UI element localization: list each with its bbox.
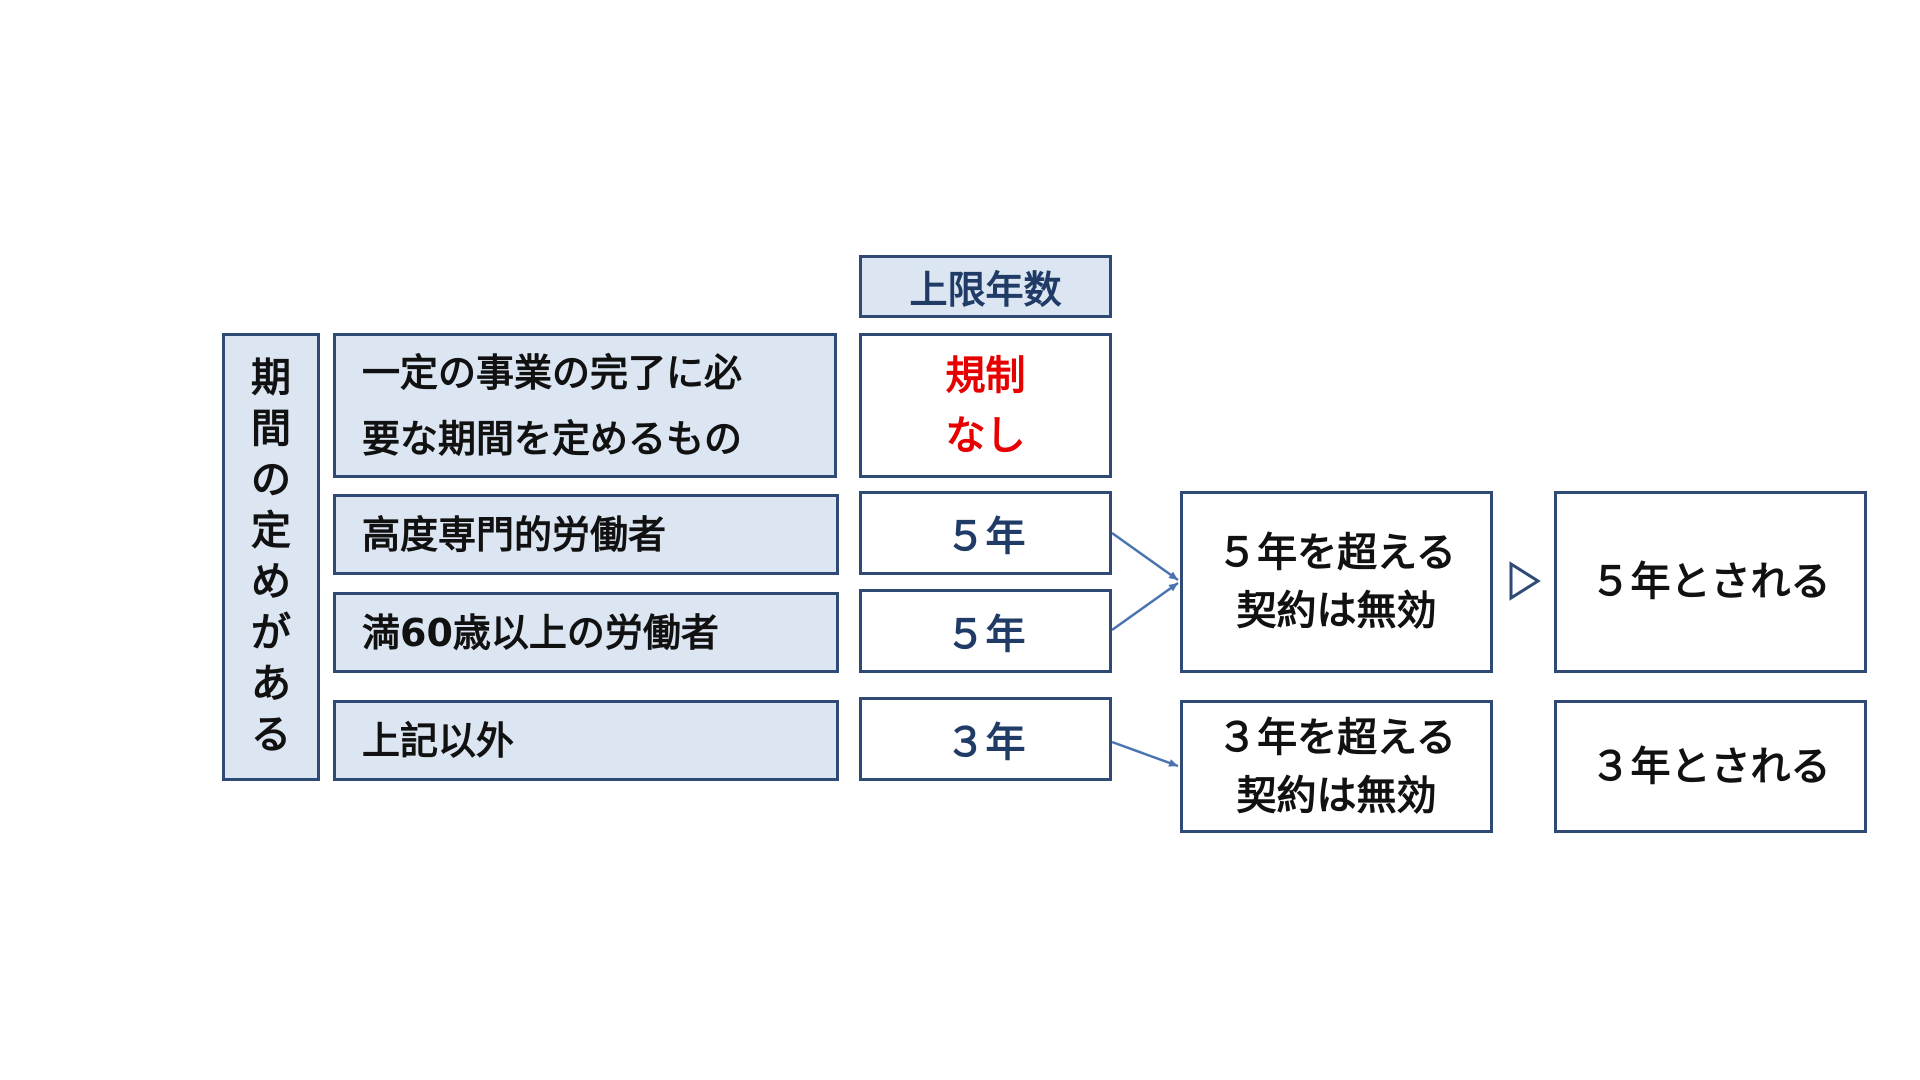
arrow-over-60-to-invalid [1111, 581, 1179, 632]
result-text: ３年とされる [1590, 743, 1831, 790]
arrow-other-to-invalid [1111, 740, 1179, 768]
side-label-char: 定 [251, 508, 291, 554]
limit-box-specialist: ５年 [859, 491, 1112, 575]
invalid-contract-text: 契約は無効 [1236, 588, 1437, 634]
side-label-char: る [251, 712, 291, 758]
condition-text: 要な期間を定めるもの [362, 416, 743, 461]
limit-text: 規制 [945, 352, 1026, 399]
limit-text: ５年 [945, 612, 1026, 658]
condition-box-project: 一定の事業の完了に必 要な期間を定めるもの [333, 333, 837, 478]
condition-box-over-60: 満60歳以上の労働者 [333, 592, 839, 673]
limit-box-other: ３年 [859, 697, 1112, 781]
condition-text: 上記以外 [362, 718, 515, 763]
side-label-char: が [251, 610, 291, 656]
side-label-char: あ [251, 661, 291, 707]
invalid-contract-text: ３年を超える [1217, 714, 1456, 761]
side-label-char: 期 [251, 355, 291, 401]
condition-text: 一定の事業の完了に必 [362, 350, 743, 395]
condition-box-other: 上記以外 [333, 700, 839, 781]
limit-text: なし [945, 412, 1026, 459]
arrow-specialist-to-invalid [1111, 531, 1179, 582]
invalid-contract-text: ５年を超える [1217, 530, 1456, 576]
condition-text: 満60歳以上の労働者 [362, 610, 719, 655]
result-box-5yr: ５年とされる [1554, 491, 1867, 673]
result-box-3yr: ３年とされる [1554, 700, 1867, 833]
condition-box-specialist: 高度専門的労働者 [333, 494, 839, 575]
triangle-arrow-icon [1509, 561, 1541, 601]
side-label-char: の [251, 457, 291, 503]
invalid-contract-box-3yr: ３年を超える 契約は無効 [1180, 700, 1493, 833]
condition-text: 高度専門的労働者 [362, 512, 667, 557]
side-label-char: め [251, 559, 291, 605]
invalid-contract-box-5yr: ５年を超える 契約は無効 [1180, 491, 1493, 673]
limit-box-no-limit: 規制 なし [859, 333, 1112, 478]
invalid-contract-text: 契約は無効 [1236, 772, 1437, 819]
side-label-char: 間 [251, 406, 291, 452]
result-text: ５年とされる [1590, 559, 1831, 605]
fixed-term-side-label: 期 間 の 定 め が あ る [222, 333, 320, 781]
upper-limit-header-text: 上限年数 [909, 268, 1062, 312]
limit-box-over-60: ５年 [859, 589, 1112, 673]
limit-text: ５年 [945, 514, 1026, 560]
upper-limit-header: 上限年数 [859, 255, 1112, 318]
limit-text: ３年 [945, 720, 1026, 766]
